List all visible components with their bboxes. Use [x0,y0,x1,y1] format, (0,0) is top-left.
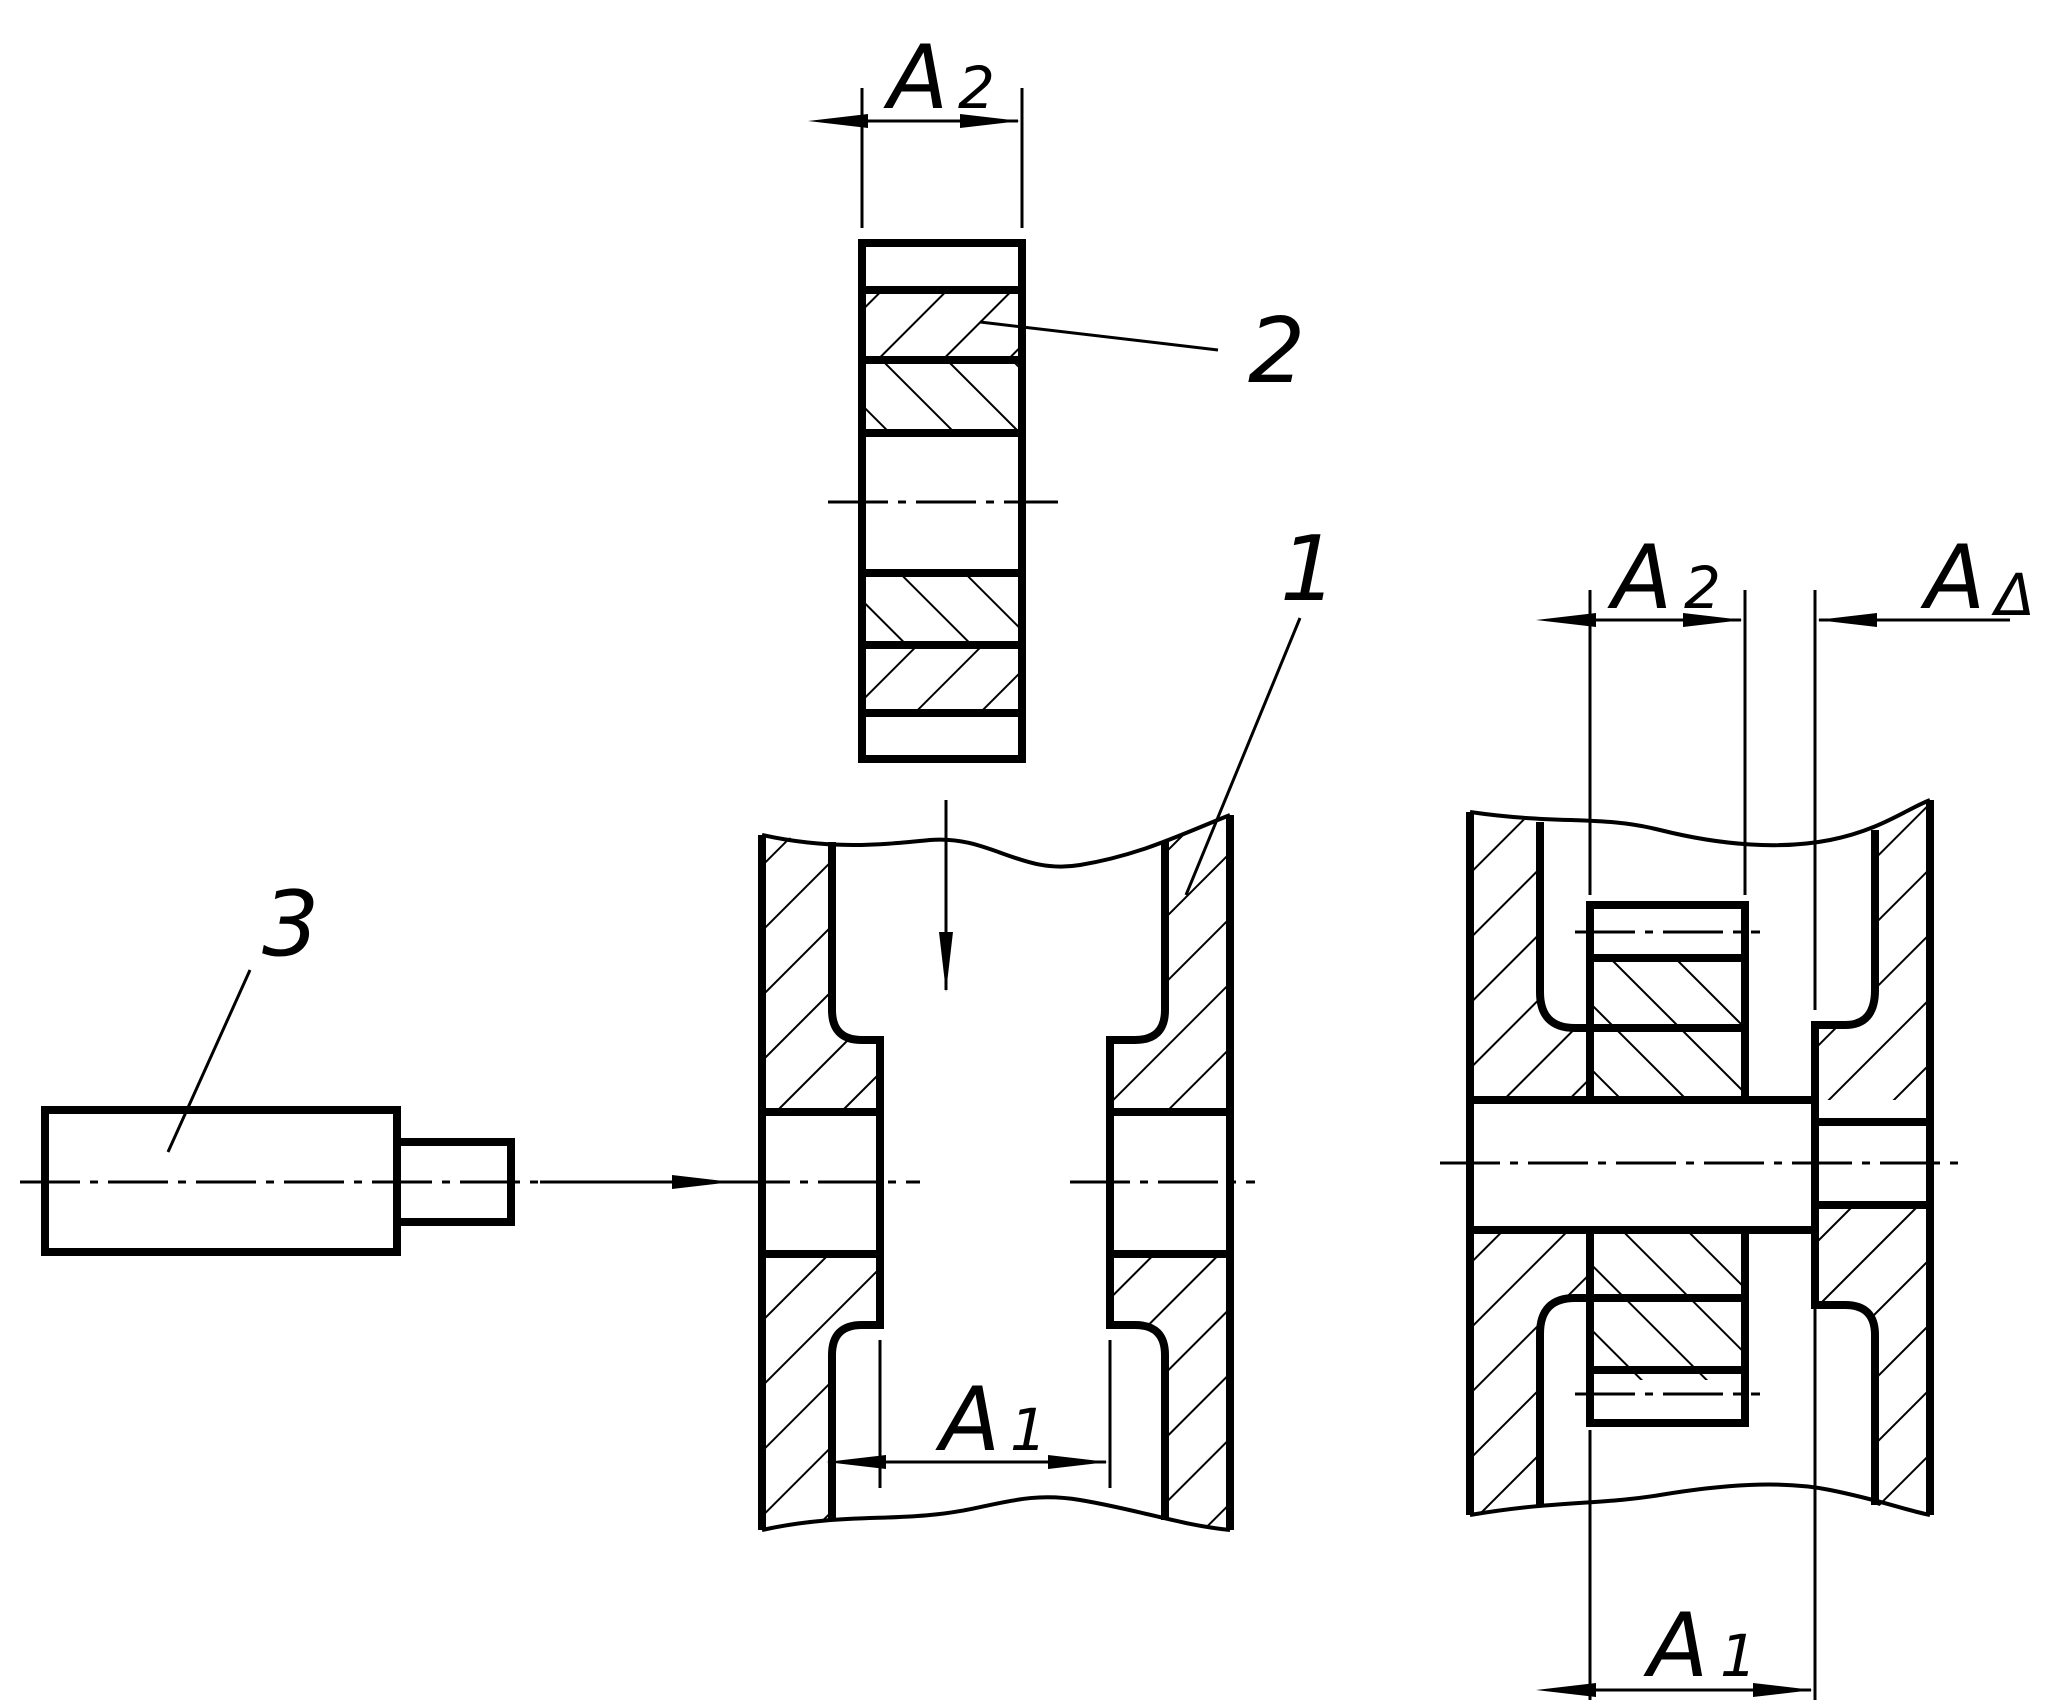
assembly-clearance-subscript: Δ [1991,561,2035,629]
leader-part-3 [166,969,252,1153]
leader-part-1 [1184,617,1302,896]
leader-part-2 [979,320,1219,352]
gear-hatch-top-b [862,362,1022,432]
shaft-part [20,1106,540,1256]
assembly-gear-hatch-bot [1590,1230,1745,1380]
body-left-wall-hatch-upper [762,835,880,1112]
assembly-gear-width-subscript: 2 [1684,554,1721,622]
dimension-gear-width: A 2 [808,26,1024,228]
gear-part [828,239,1058,763]
assembly-left-wall-hatch-upper [1470,812,1590,1100]
assembly-clearance-letter: A [1920,526,1985,629]
assembly-gap-subscript: 1 [1720,1622,1757,1690]
assembly-left-wall-hatch-lower [1470,1230,1590,1515]
body-right-wall-hatch-upper [1110,815,1230,1112]
gear-hatch-bot-a [862,575,1022,645]
assembly-break-top [1469,798,1931,848]
body-left-wall-hatch-lower [762,1254,880,1525]
assembly-right-wall-hatch-lower [1815,1205,1930,1515]
assembly-break-bottom [1469,1482,1931,1517]
part-label-3: 3 [262,872,319,977]
dimension-assembly-bottom: A 1 [1536,1305,1817,1700]
body-gap-subscript: 1 [1010,1396,1047,1464]
part-label-1: 1 [1280,517,1337,622]
assembly-gear-width-letter: A [1607,526,1672,629]
assembly-view [1440,798,1960,1517]
dimension-body-gap: A 1 [826,1340,1112,1488]
part-label-2: 2 [1248,299,1305,404]
assembly-shaft [1466,1096,1819,1234]
body-break-bottom [761,1495,1231,1532]
body-right-wall-hatch-lower [1110,1254,1230,1530]
body-gap-letter: A [935,1368,1000,1471]
body-break-top [761,813,1231,869]
gear-width-subscript: 2 [958,54,995,122]
dimension-assembly-top: A 2 A Δ [1536,526,2035,1010]
body-part [730,813,1255,1532]
gear-width-letter: A [883,26,948,129]
assembly-gap-letter: A [1643,1594,1708,1697]
gear-hatch-bot-b [862,645,1022,713]
